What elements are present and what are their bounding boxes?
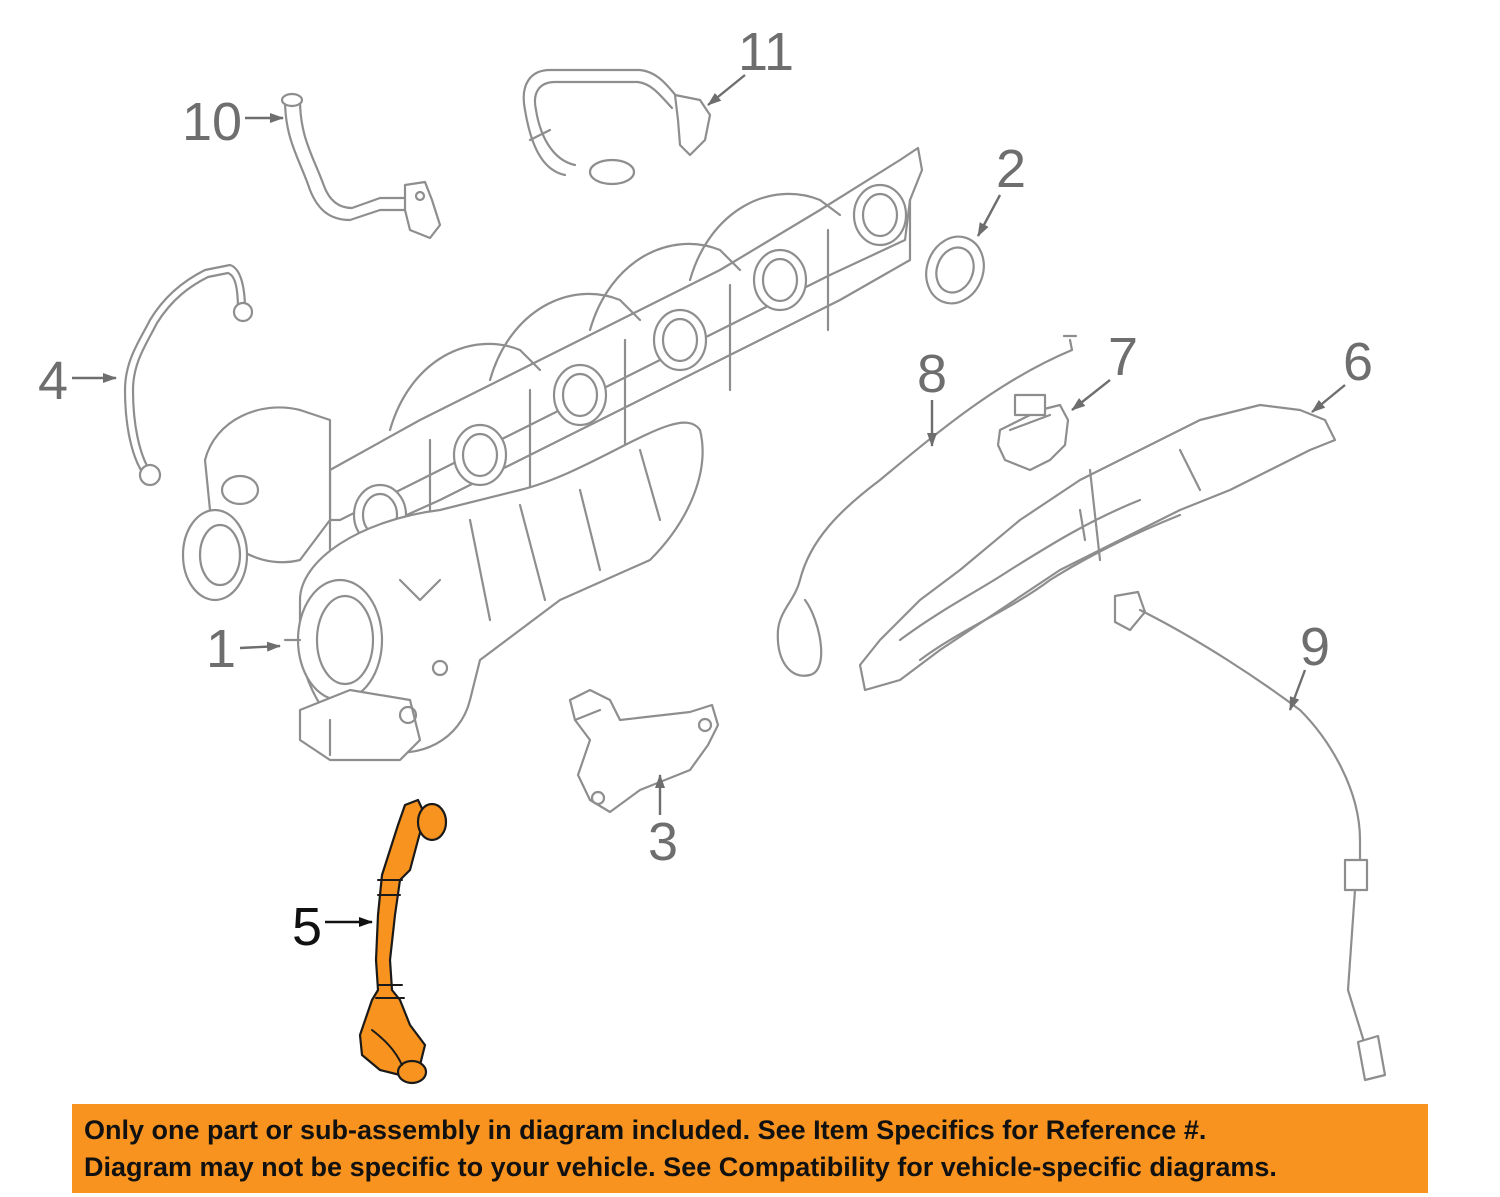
notice-line-2: Diagram may not be specific to your vehi… [84,1151,1277,1182]
callout-labels: 1 2 3 4 5 6 7 8 9 10 11 [38,22,1373,957]
heat-shield-drawing [858,403,1337,692]
notice-banner: Only one part or sub-assembly in diagram… [72,1104,1428,1193]
callout-1: 1 [206,619,236,679]
callout-2: 2 [996,139,1026,199]
oil-feed-line-drawing [123,263,254,487]
callout-5: 5 [292,897,322,957]
sensor-drawing [996,393,1070,472]
coolant-return-pipe-drawing [280,92,442,240]
turbocharger-manifold-drawing [181,146,924,762]
callout-8: 8 [917,344,947,404]
callout-9: 9 [1300,617,1330,677]
callout-11: 11 [738,22,794,82]
callout-7: 7 [1108,327,1138,387]
callout-10: 10 [182,92,242,152]
callout-3: 3 [648,812,678,872]
gasket-ring-drawing [925,235,985,305]
support-bracket-drawing [568,688,720,814]
callout-arrows [72,74,1346,927]
notice-line-1: Only one part or sub-assembly in diagram… [84,1114,1207,1145]
vacuum-line-drawing [776,334,1078,677]
oxygen-sensor-drawing [1113,590,1387,1082]
callout-6: 6 [1343,332,1373,392]
callout-4: 4 [38,351,68,411]
coolant-feed-pipe-drawing [522,68,712,186]
oil-return-pipe-drawing [358,798,448,1085]
